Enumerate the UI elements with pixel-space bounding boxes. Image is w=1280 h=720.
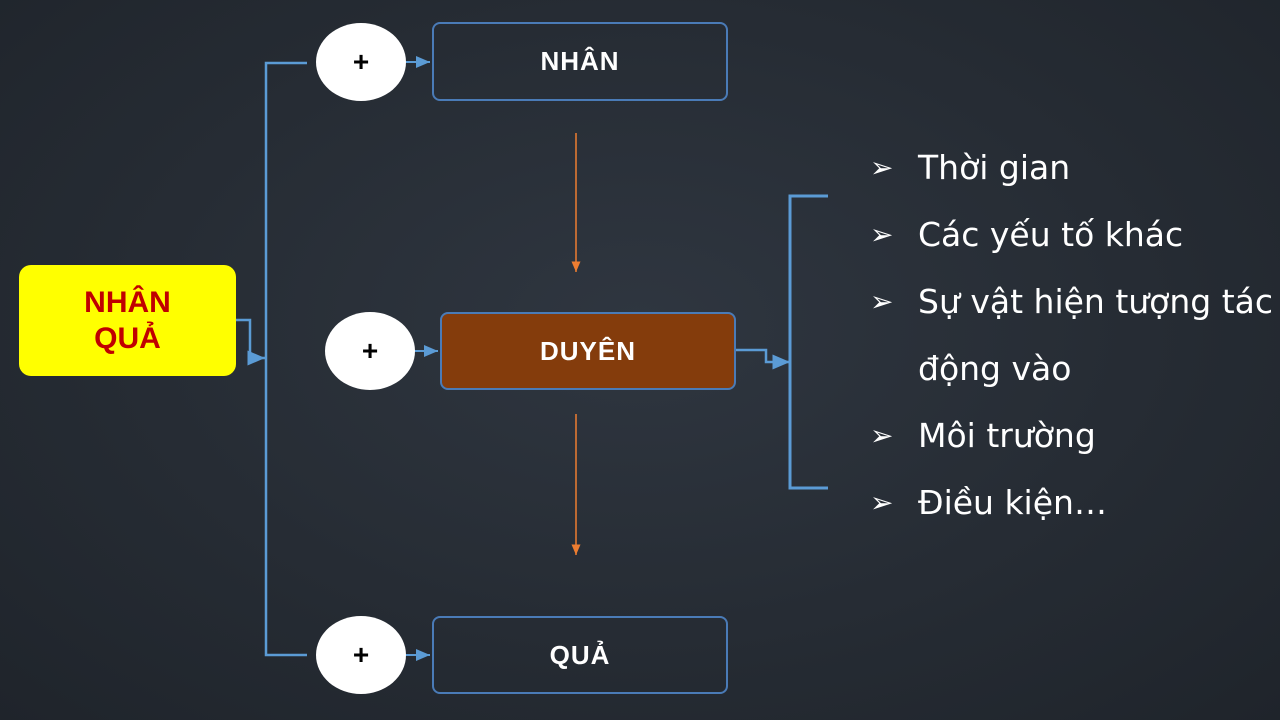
node-duyen: DUYÊN	[440, 312, 736, 390]
root-line-2: QUẢ	[94, 321, 161, 355]
plus-circle-duyen: +	[325, 312, 415, 390]
list-item: ➢ Sự vật hiện tượng tác động vào	[870, 268, 1280, 402]
plus-circle-nhan: +	[316, 23, 406, 101]
node-qua-label: QUẢ	[549, 639, 611, 670]
list-item: ➢ Thời gian	[870, 134, 1280, 201]
left-bracket	[264, 61, 307, 657]
node-duyen-label: DUYÊN	[539, 335, 636, 366]
list-item: ➢ Môi trường	[870, 402, 1280, 469]
factor-list: ➢ Thời gian ➢ Các yếu tố khác ➢ Sự vật h…	[870, 134, 1280, 536]
root-to-bracket-line	[236, 318, 265, 366]
arrow-bullet-icon: ➢	[870, 151, 894, 184]
root-line-1: NHÂN	[84, 285, 171, 319]
arrow-bullet-icon: ➢	[870, 419, 894, 452]
right-bracket	[788, 194, 828, 490]
arrow-bullet-icon: ➢	[870, 285, 894, 318]
plus-circle-qua: +	[316, 616, 406, 694]
node-qua: QUẢ	[432, 616, 728, 694]
arrow-bullet-icon: ➢	[870, 218, 894, 251]
root-box-nhan-qua: NHÂN QUẢ	[19, 265, 236, 376]
list-item: ➢ Điều kiện…	[870, 469, 1280, 536]
node-nhan-label: NHÂN	[540, 46, 620, 76]
list-item: ➢ Các yếu tố khác	[870, 201, 1280, 268]
arrow-bullet-icon: ➢	[870, 486, 894, 519]
duyen-to-bracket-line	[736, 348, 790, 370]
node-nhan: NHÂN	[432, 22, 728, 101]
